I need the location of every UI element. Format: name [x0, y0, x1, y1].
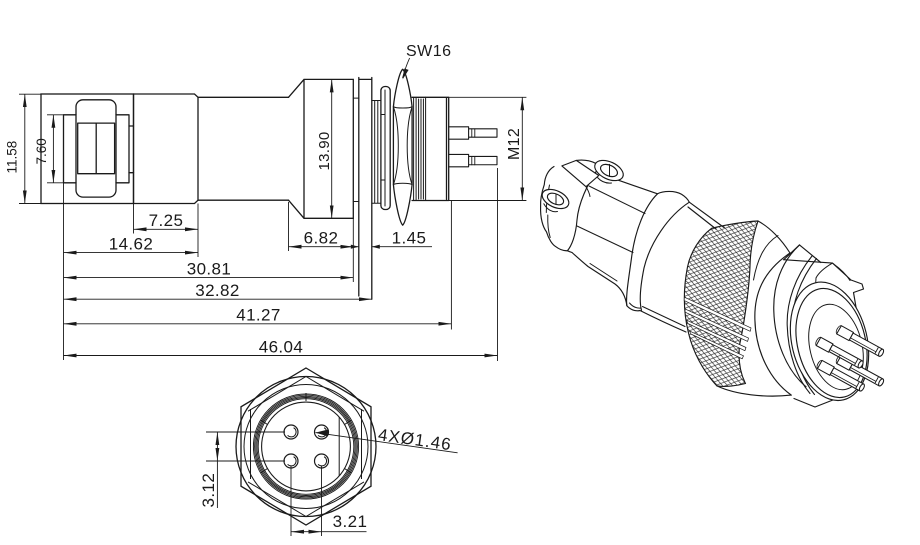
svg-text:30.81: 30.81: [187, 260, 232, 279]
svg-text:11.58: 11.58: [5, 141, 20, 174]
svg-text:41.27: 41.27: [236, 306, 281, 325]
svg-text:1.45: 1.45: [392, 229, 427, 248]
svg-text:13.90: 13.90: [316, 131, 333, 170]
svg-text:3.12: 3.12: [199, 473, 218, 508]
svg-text:7.25: 7.25: [149, 211, 184, 230]
svg-text:6.82: 6.82: [304, 229, 339, 248]
svg-text:4XØ1.46: 4XØ1.46: [377, 425, 453, 454]
svg-text:46.04: 46.04: [259, 337, 304, 356]
svg-text:7.60: 7.60: [34, 138, 49, 164]
svg-text:M12: M12: [506, 128, 523, 160]
svg-text:14.62: 14.62: [109, 235, 154, 254]
svg-text:32.82: 32.82: [195, 281, 240, 300]
svg-text:SW16: SW16: [406, 43, 452, 60]
svg-text:3.21: 3.21: [333, 512, 368, 531]
